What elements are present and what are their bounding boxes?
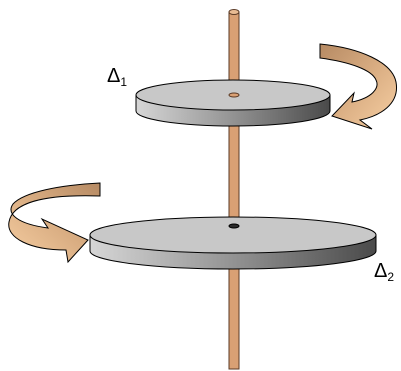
disc-1-symbol: Δ — [107, 65, 121, 87]
disc-2 — [89, 216, 377, 270]
curved-arrow-icon — [319, 43, 397, 130]
axle-top-cap — [228, 9, 240, 15]
disc-2-subscript: 2 — [387, 270, 395, 284]
axle-middle — [228, 121, 240, 227]
axle-bottom — [228, 267, 240, 370]
curved-arrow-icon — [8, 182, 101, 264]
disc-2-label: Δ2 — [374, 261, 394, 283]
disc-2-symbol: Δ — [374, 260, 388, 282]
disc-1-subscript: 1 — [120, 75, 128, 89]
disc-1-label: Δ1 — [107, 66, 127, 88]
disc-1 — [135, 79, 331, 127]
